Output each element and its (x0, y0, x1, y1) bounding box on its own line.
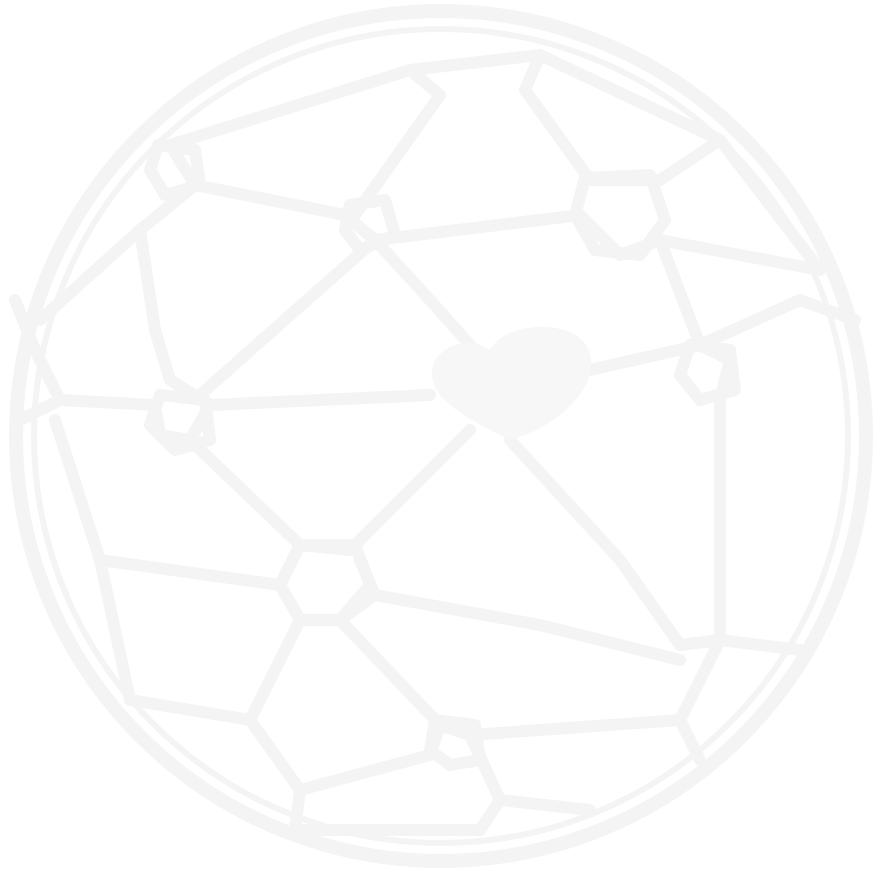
globe-outline (9, 4, 873, 868)
network-node (339, 194, 401, 256)
network-link (164, 49, 826, 276)
network-link (674, 714, 706, 766)
network-link (244, 714, 446, 796)
inner-ring (31, 26, 851, 846)
network-link (194, 234, 381, 401)
network-link (134, 224, 216, 411)
network-node (569, 169, 671, 261)
network-link (584, 339, 706, 376)
network-link (9, 294, 66, 406)
network-nodes (144, 139, 741, 771)
network-link (94, 539, 306, 591)
network-node (144, 139, 206, 201)
network-node (144, 389, 216, 456)
network-link (14, 389, 436, 446)
network-link (369, 589, 686, 666)
network-node (274, 539, 376, 626)
network-link (184, 424, 476, 556)
network-link (349, 64, 446, 221)
network-link (289, 784, 596, 836)
network-link (504, 434, 806, 656)
network-node (674, 339, 741, 406)
network-link (334, 614, 726, 741)
network-link (654, 234, 861, 351)
network-link (124, 614, 306, 726)
heart-icon (431, 326, 592, 440)
network-node (424, 714, 486, 771)
outer-ring (9, 4, 873, 868)
